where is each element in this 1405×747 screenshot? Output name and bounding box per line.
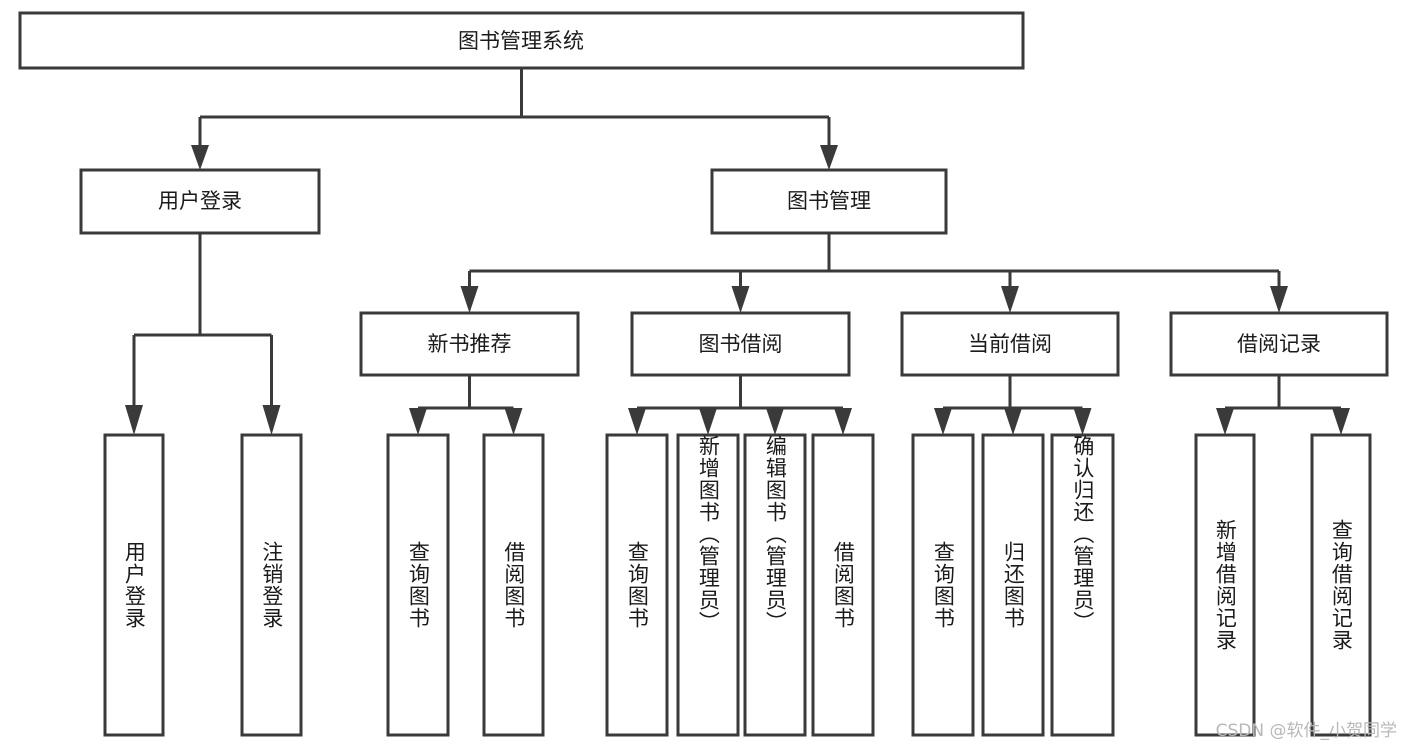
node-borrow-record[interactable]: 借阅记录 — [1169, 311, 1389, 377]
node-current-borrow-label: 当前借阅 — [968, 332, 1052, 356]
connector-group-book-management — [460, 233, 1288, 313]
node-book-borrow[interactable]: 图书借阅 — [630, 311, 851, 377]
arrow-head-leaf-return-book — [1004, 408, 1022, 435]
node-book-management-label: 图书管理 — [787, 189, 871, 213]
connector-group-new-book-recommend — [409, 375, 523, 435]
leaf-box-user-login[interactable] — [103, 433, 165, 737]
arrow-head-user-login — [191, 145, 209, 170]
node-book-borrow-label: 图书借阅 — [699, 332, 783, 356]
arrow-head-leaf-query-book-2 — [628, 408, 646, 435]
node-root[interactable]: 图书管理系统 — [18, 11, 1025, 70]
node-user-login-box[interactable] — [79, 168, 321, 235]
arrow-head-book-management — [820, 145, 838, 170]
leaf-box-logout-login[interactable] — [240, 433, 303, 737]
arrow-head-leaf-add-book — [699, 408, 717, 435]
arrow-head-leaf-borrow-book-1 — [504, 408, 523, 435]
leaf-box-query-record[interactable] — [1310, 433, 1372, 737]
node-user-login[interactable]: 用户登录 — [79, 168, 321, 235]
node-book-borrow-box[interactable] — [630, 311, 851, 377]
node-new-book-recommend-label: 新书推荐 — [428, 332, 512, 356]
arrow-head-new-book-recommend — [460, 286, 479, 313]
connector-group-book-borrow — [628, 375, 852, 435]
arrow-head-leaf-user-login — [125, 405, 143, 435]
leaf-box-query-book-2[interactable] — [605, 433, 669, 737]
leaf-box-query-book-1[interactable] — [386, 433, 450, 737]
node-new-book-recommend[interactable]: 新书推荐 — [359, 311, 580, 377]
arrow-head-leaf-borrow-book-2 — [834, 408, 852, 435]
node-root-box[interactable] — [18, 11, 1025, 70]
arrow-head-leaf-query-book-1 — [409, 408, 427, 435]
arrow-head-current-borrow — [1001, 286, 1019, 313]
node-borrow-record-box[interactable] — [1169, 311, 1389, 377]
connector-group-user-login — [125, 233, 281, 435]
arrow-head-leaf-query-record — [1332, 408, 1350, 435]
node-current-borrow[interactable]: 当前借阅 — [900, 311, 1120, 377]
arrow-head-borrow-record — [1270, 286, 1288, 313]
leaf-box-return-book[interactable] — [981, 433, 1045, 737]
node-user-login-label: 用户登录 — [158, 189, 242, 213]
node-new-book-recommend-box[interactable] — [359, 311, 580, 377]
node-book-management[interactable]: 图书管理 — [710, 168, 948, 235]
arrow-head-leaf-confirm-return — [1073, 408, 1092, 435]
leaf-box-confirm-return[interactable] — [1050, 433, 1115, 737]
connector-group-current-borrow — [934, 375, 1092, 435]
leaf-box-borrow-book-2[interactable] — [811, 433, 875, 737]
arrow-head-leaf-query-book-3 — [934, 408, 952, 435]
arrow-head-book-borrow — [731, 286, 750, 313]
watermark-text: CSDN @软件_小贺同学 — [1215, 721, 1397, 741]
arrow-head-leaf-logout-login — [262, 405, 281, 435]
node-current-borrow-box[interactable] — [900, 311, 1120, 377]
connector-group-root — [191, 68, 838, 170]
node-borrow-record-label: 借阅记录 — [1237, 332, 1321, 356]
node-book-management-box[interactable] — [710, 168, 948, 235]
leaf-box-edit-book[interactable] — [743, 433, 807, 737]
connector-group-borrow-record — [1216, 375, 1350, 435]
leaf-box-add-record[interactable] — [1194, 433, 1256, 737]
arrow-head-leaf-add-record — [1216, 408, 1234, 435]
leaf-box-borrow-book-1[interactable] — [482, 433, 545, 737]
leaf-box-query-book-3[interactable] — [911, 433, 975, 737]
arrow-head-leaf-edit-book — [766, 408, 784, 435]
leaf-box-add-book[interactable] — [676, 433, 740, 737]
node-root-label: 图书管理系统 — [458, 29, 584, 53]
